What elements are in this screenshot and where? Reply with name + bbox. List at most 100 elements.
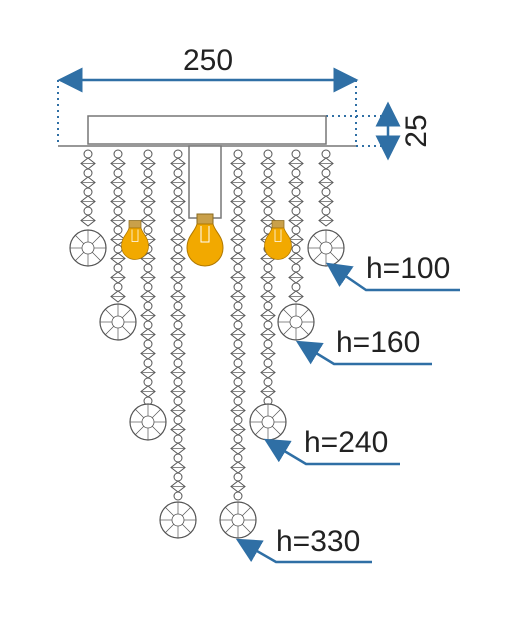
crystal-bead-icon [263, 149, 273, 159]
leader-line-h330 [235, 538, 372, 564]
crystal-bead-icon [143, 320, 153, 330]
crystal-bead-icon [173, 339, 183, 349]
crystal-bead-icon [291, 187, 301, 197]
leader-line-h240 [263, 438, 400, 466]
crystal-bead-icon [233, 377, 243, 387]
crystal-bead-icon [143, 149, 153, 159]
crystal-bead-icon [143, 225, 153, 235]
center-socket [188, 145, 222, 219]
crystal-bead-icon [233, 206, 243, 216]
crystal-bead-icon [143, 301, 153, 311]
crystal-bead-icon [173, 396, 183, 406]
crystal-pendant-icon [249, 403, 287, 441]
crystal-bead-icon [173, 282, 183, 292]
strand-label-h330: h=330 [276, 525, 360, 558]
light-bulbs [121, 213, 292, 267]
crystal-bead-icon [233, 434, 243, 444]
crystal-pendant-icon [307, 229, 345, 267]
crystal-bead-icon [321, 168, 331, 178]
width-dimension: 250 [57, 44, 359, 146]
strand-label-h100: h=100 [366, 252, 450, 285]
crystal-bead-icon [83, 149, 93, 159]
crystal-bead-icon [233, 415, 243, 425]
crystal-pendant-icon [159, 501, 197, 539]
crystal-bead-icon [233, 301, 243, 311]
crystal-bead-icon [173, 263, 183, 273]
strand-length-callouts: h=100 h=160 h=240 h=330 [235, 252, 460, 564]
crystal-bead-icon [113, 225, 123, 235]
crystal-bead-icon [233, 453, 243, 463]
crystal-strand [219, 149, 257, 539]
crystal-bead-icon [143, 263, 153, 273]
crystal-bead-icon [83, 168, 93, 178]
crystal-bead-icon [113, 282, 123, 292]
crystal-bead-icon [173, 377, 183, 387]
crystal-bead-icon [173, 244, 183, 254]
crystal-bead-icon [143, 168, 153, 178]
crystal-pendant-icon [219, 501, 257, 539]
crystal-bead-icon [291, 282, 301, 292]
crystal-bead-icon [143, 358, 153, 368]
crystal-bead-icon [233, 225, 243, 235]
crystal-bead-icon [83, 206, 93, 216]
crystal-bead-icon [263, 206, 273, 216]
crystal-bead-icon [143, 282, 153, 292]
crystal-pendant-icon [277, 303, 315, 341]
crystal-bead-icon [173, 225, 183, 235]
width-label: 250 [183, 44, 233, 77]
height-label: 25 [400, 114, 433, 147]
crystal-bead-icon [233, 244, 243, 254]
crystal-pendant-icon [69, 229, 107, 267]
light-bulb-icon [186, 213, 224, 267]
canopy-plate [87, 115, 327, 145]
crystal-bead-icon [233, 339, 243, 349]
crystal-bead-icon [233, 491, 243, 501]
crystal-bead-icon [321, 187, 331, 197]
strand-label-h160: h=160 [336, 326, 420, 359]
crystal-pendant-icon [129, 403, 167, 441]
crystal-bead-icon [291, 206, 301, 216]
crystal-bead-icon [173, 358, 183, 368]
crystal-bead-icon [291, 149, 301, 159]
crystal-strand [249, 149, 287, 441]
leader-line-h160 [295, 340, 432, 366]
crystal-bead-icon [233, 472, 243, 482]
crystal-bead-icon [113, 149, 123, 159]
crystal-strand [277, 149, 315, 341]
crystal-strand [159, 149, 197, 539]
crystal-bead-icon [173, 472, 183, 482]
crystal-bead-icon [263, 282, 273, 292]
canopy [58, 115, 356, 147]
crystal-bead-icon [233, 320, 243, 330]
crystal-bead-icon [113, 263, 123, 273]
crystal-bead-icon [321, 149, 331, 159]
crystal-bead-icon [263, 320, 273, 330]
crystal-bead-icon [263, 358, 273, 368]
crystal-bead-icon [173, 187, 183, 197]
crystal-bead-icon [113, 168, 123, 178]
crystal-bead-icon [233, 149, 243, 159]
crystal-bead-icon [113, 244, 123, 254]
crystal-strand [307, 149, 345, 267]
crystal-pendant-icon [99, 303, 137, 341]
crystal-bead-icon [113, 206, 123, 216]
crystal-bead-icon [173, 149, 183, 159]
crystal-bead-icon [263, 168, 273, 178]
crystal-bead-icon [143, 206, 153, 216]
crystal-bead-icon [291, 168, 301, 178]
crystal-strand [99, 149, 137, 341]
strand-label-h240: h=240 [304, 426, 388, 459]
crystal-strands [69, 149, 345, 539]
crystal-bead-icon [321, 206, 331, 216]
crystal-bead-icon [143, 339, 153, 349]
crystal-bead-icon [233, 396, 243, 406]
crystal-bead-icon [173, 168, 183, 178]
crystal-bead-icon [233, 282, 243, 292]
crystal-bead-icon [291, 244, 301, 254]
crystal-bead-icon [233, 263, 243, 273]
crystal-bead-icon [173, 206, 183, 216]
crystal-bead-icon [233, 358, 243, 368]
leader-line-h100 [325, 262, 460, 292]
crystal-bead-icon [263, 187, 273, 197]
crystal-bead-icon [143, 187, 153, 197]
